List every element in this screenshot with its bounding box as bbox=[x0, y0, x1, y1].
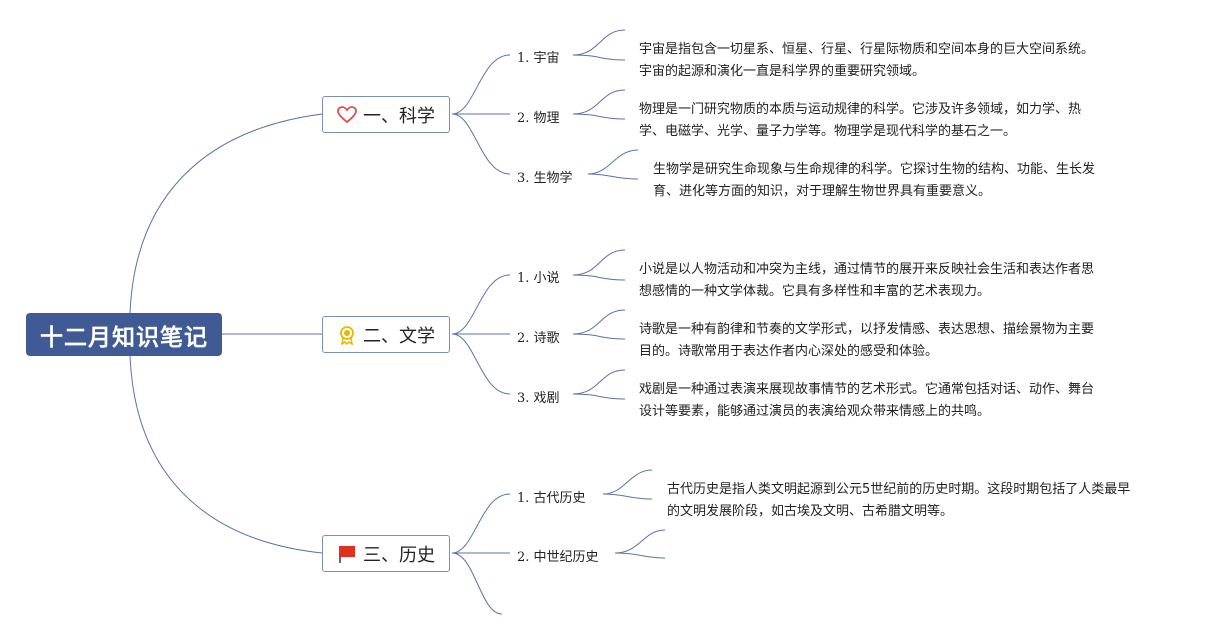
note-ancient-history: 古代历史是指人类文明起源到公元5世纪前的历史时期。这段时期包括了人类最早 的文明… bbox=[667, 479, 1130, 523]
subtopic-medieval-history[interactable]: 2. 中世纪历史 bbox=[517, 550, 599, 565]
note-line: 诗歌是一种有韵律和节奏的文学形式，以抒发情感、表达思想、描绘景物为主要 bbox=[639, 322, 1095, 337]
medal-icon bbox=[337, 325, 357, 345]
note-line: 宇宙的起源和演化一直是科学界的重要研究领域。 bbox=[639, 64, 926, 79]
subtopic-ancient-history[interactable]: 1. 古代历史 bbox=[517, 491, 586, 506]
subtopic-biology[interactable]: 3. 生物学 bbox=[517, 171, 573, 186]
subtopic-poetry[interactable]: 2. 诗歌 bbox=[517, 331, 560, 346]
note-line: 育、进化等方面的知识，对于理解生物世界具有重要意义。 bbox=[653, 184, 992, 199]
note-line: 古代历史是指人类文明起源到公元5世纪前的历史时期。这段时期包括了人类最早 bbox=[667, 482, 1131, 497]
note-line: 的文明发展阶段，如古埃及文明、古希腊文明等。 bbox=[667, 504, 954, 519]
note-line: 想感情的一种文学体裁。它具有多样性和丰富的艺术表现力。 bbox=[639, 284, 991, 299]
flag-icon bbox=[337, 544, 357, 564]
note-line: 生物学是研究生命现象与生命规律的科学。它探讨生物的结构、功能、生长发 bbox=[653, 162, 1096, 177]
branch-label: 一、科学 bbox=[363, 105, 435, 127]
root-node[interactable]: 十二月知识笔记 bbox=[26, 313, 222, 356]
note-poetry: 诗歌是一种有韵律和节奏的文学形式，以抒发情感、表达思想、描绘景物为主要 目的。诗… bbox=[639, 319, 1094, 363]
note-novel: 小说是以人物活动和冲突为主线，通过情节的展开来反映社会生活和表达作者思 想感情的… bbox=[639, 259, 1094, 303]
subtopic-universe[interactable]: 1. 宇宙 bbox=[517, 51, 560, 66]
subtopic-novel[interactable]: 1. 小说 bbox=[517, 271, 560, 286]
heart-icon bbox=[337, 105, 357, 125]
branch-literature[interactable]: 二、文学 bbox=[322, 316, 450, 353]
note-line: 物理是一门研究物质的本质与运动规律的科学。它涉及许多领域，如力学、热 bbox=[639, 102, 1082, 117]
note-drama: 戏剧是一种通过表演来展现故事情节的艺术形式。它通常包括对话、动作、舞台 设计等要… bbox=[639, 379, 1094, 423]
branch-label: 二、文学 bbox=[363, 325, 435, 347]
subtopic-drama[interactable]: 3. 戏剧 bbox=[517, 391, 560, 406]
subtopic-physics[interactable]: 2. 物理 bbox=[517, 111, 560, 126]
note-line: 戏剧是一种通过表演来展现故事情节的艺术形式。它通常包括对话、动作、舞台 bbox=[639, 382, 1095, 397]
note-line: 宇宙是指包含一切星系、恒星、行星、行星际物质和空间本身的巨大空间系统。 bbox=[639, 42, 1095, 57]
note-physics: 物理是一门研究物质的本质与运动规律的科学。它涉及许多领域，如力学、热 学、电磁学… bbox=[639, 99, 1081, 143]
note-line: 设计等要素，能够通过演员的表演给观众带来情感上的共鸣。 bbox=[639, 404, 991, 419]
branch-science[interactable]: 一、科学 bbox=[322, 96, 450, 133]
branch-history[interactable]: 三、历史 bbox=[322, 535, 450, 572]
note-line: 目的。诗歌常用于表达作者内心深处的感受和体验。 bbox=[639, 344, 939, 359]
branch-label: 三、历史 bbox=[363, 544, 435, 566]
note-line: 学、电磁学、光学、量子力学等。物理学是现代科学的基石之一。 bbox=[639, 124, 1017, 139]
note-line: 小说是以人物活动和冲突为主线，通过情节的展开来反映社会生活和表达作者思 bbox=[639, 262, 1095, 277]
note-biology: 生物学是研究生命现象与生命规律的科学。它探讨生物的结构、功能、生长发 育、进化等… bbox=[653, 159, 1095, 203]
note-universe: 宇宙是指包含一切星系、恒星、行星、行星际物质和空间本身的巨大空间系统。 宇宙的起… bbox=[639, 39, 1094, 83]
